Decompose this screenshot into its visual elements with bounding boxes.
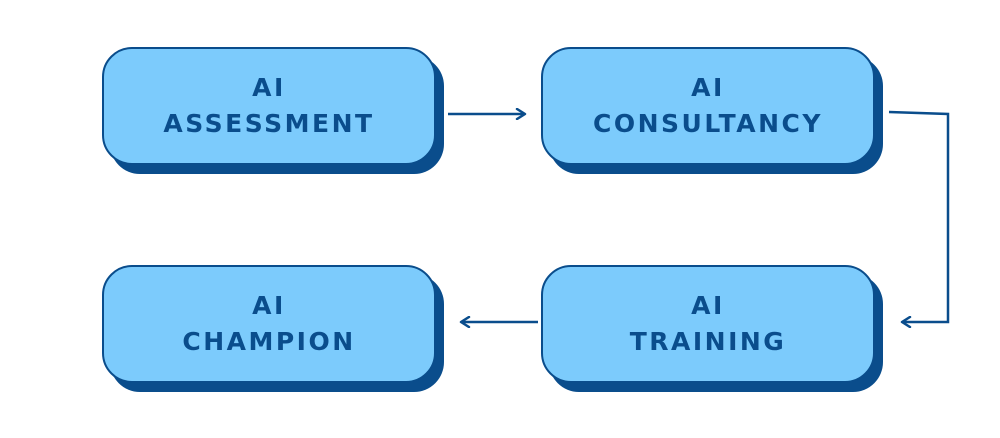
node-label-line2: CONSULTANCY	[593, 109, 823, 138]
node-label-line1: AI	[691, 73, 725, 102]
node-label-line2: CHAMPION	[182, 327, 356, 356]
node-label-line1: AI	[691, 291, 725, 320]
node-label-line1: AI	[252, 291, 286, 320]
node-box: AI CONSULTANCY	[541, 47, 875, 165]
arrow-consultancy-to-training	[888, 110, 950, 322]
node-ai-assessment: AI ASSESSMENT	[102, 47, 444, 174]
node-ai-champion: AI CHAMPION	[102, 265, 444, 392]
node-ai-training: AI TRAINING	[541, 265, 883, 392]
node-label-line2: ASSESSMENT	[163, 109, 375, 138]
node-box: AI CHAMPION	[102, 265, 436, 383]
node-label-line1: AI	[252, 73, 286, 102]
node-ai-consultancy: AI CONSULTANCY	[541, 47, 883, 174]
node-box: AI ASSESSMENT	[102, 47, 436, 165]
node-label-line2: TRAINING	[629, 327, 787, 356]
node-box: AI TRAINING	[541, 265, 875, 383]
